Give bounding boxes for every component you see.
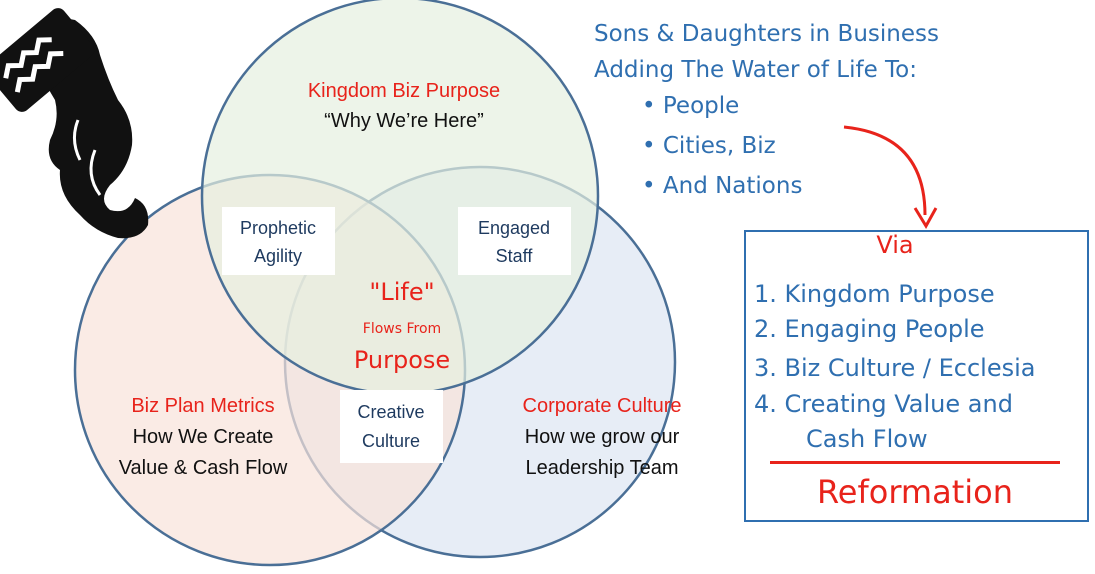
- top-circle-title: Kingdom Biz Purpose: [308, 80, 500, 102]
- headline-bullet-2: • Cities, Biz: [642, 133, 776, 159]
- overlap-box-bottom: [340, 390, 443, 463]
- aquarius-water-bearer-icon: [0, 8, 149, 239]
- via-item-4-cont: Cash Flow: [806, 425, 928, 453]
- left-circle-line2: Value & Cash Flow: [119, 457, 288, 479]
- overlap-top-left-line2: Agility: [254, 246, 302, 266]
- overlap-box-top-left: [222, 207, 335, 275]
- center-line1: "Life": [369, 278, 434, 306]
- top-circle-subtitle: “Why We’re Here”: [324, 110, 484, 132]
- curved-arrow-icon: [843, 125, 938, 229]
- via-item-4: 4. Creating Value and: [754, 390, 1013, 418]
- overlap-top-left-line1: Prophetic: [240, 218, 316, 238]
- via-item-1: 1. Kingdom Purpose: [754, 280, 995, 308]
- headline-line2: Adding The Water of Life To:: [594, 57, 917, 83]
- left-circle-line1: How We Create: [133, 426, 274, 448]
- via-box: [744, 230, 1089, 522]
- right-circle-line2: Leadership Team: [525, 457, 678, 479]
- via-item-3: 3. Biz Culture / Ecclesia: [754, 354, 1035, 382]
- overlap-top-right-line1: Engaged: [478, 218, 550, 238]
- via-heading: Via: [876, 231, 913, 259]
- center-line2: Flows From: [363, 321, 441, 337]
- via-divider: [770, 461, 1060, 464]
- overlap-box-top-right: [458, 207, 571, 275]
- headline-bullet-1: • People: [642, 93, 739, 119]
- center-line3: Purpose: [354, 346, 450, 374]
- left-circle-title: Biz Plan Metrics: [131, 395, 274, 417]
- headline-bullet-3: • And Nations: [642, 173, 802, 199]
- right-circle-line1: How we grow our: [525, 426, 680, 448]
- overlap-bottom-line1: Creative: [357, 402, 424, 422]
- overlap-bottom-line2: Culture: [362, 431, 420, 451]
- via-item-2: 2. Engaging People: [754, 315, 985, 343]
- overlap-top-right-line2: Staff: [496, 246, 534, 266]
- via-footer: Reformation: [817, 473, 1013, 511]
- headline-line1: Sons & Daughters in Business: [594, 21, 939, 47]
- right-circle-title: Corporate Culture: [523, 395, 682, 417]
